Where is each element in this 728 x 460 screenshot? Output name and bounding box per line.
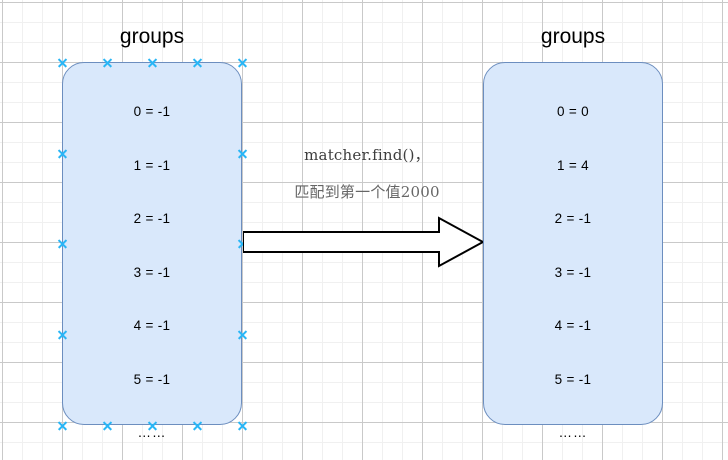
right-group-box[interactable]: 0 = 0 1 = 4 2 = -1 3 = -1 4 = -1 5 = -1 …	[483, 62, 663, 439]
arrow-label-line-2: 匹配到第一个值2000	[294, 183, 440, 201]
list-item-ellipsis: ……	[137, 425, 167, 440]
list-item: 5 = -1	[554, 371, 592, 387]
right-group-title: groups	[540, 25, 606, 48]
list-item: 0 = 0	[557, 104, 589, 119]
selection-handle-w2[interactable]	[57, 329, 68, 340]
selection-handle-s1[interactable]	[102, 420, 113, 431]
arrow-label: matcher.find()， 匹配到第一个值2000	[252, 148, 482, 200]
selection-handle-sw[interactable]	[57, 420, 68, 431]
left-group-title: groups	[119, 25, 185, 48]
arrow-shape	[243, 216, 485, 268]
selection-handle-n2[interactable]	[192, 57, 203, 68]
selection-handle-ne[interactable]	[237, 57, 248, 68]
left-group-rows: 0 = -1 1 = -1 2 = -1 3 = -1 4 = -1 5 = -…	[63, 105, 241, 440]
selection-handle-s2[interactable]	[192, 420, 203, 431]
arrow-label-line-1: matcher.find()，	[304, 146, 430, 164]
block-arrow-right[interactable]	[243, 214, 485, 270]
left-group-box[interactable]: 0 = -1 1 = -1 2 = -1 3 = -1 4 = -1 5 = -…	[62, 62, 242, 439]
list-item: 2 = -1	[554, 211, 592, 226]
list-item: 0 = -1	[133, 104, 171, 119]
selection-handle-e2[interactable]	[237, 329, 248, 340]
list-item: 1 = 4	[557, 157, 589, 173]
right-group-rows: 0 = 0 1 = 4 2 = -1 3 = -1 4 = -1 5 = -1 …	[484, 105, 662, 440]
selection-handle-e1[interactable]	[237, 148, 248, 159]
list-item: 3 = -1	[554, 264, 592, 280]
list-item: 3 = -1	[133, 264, 171, 280]
selection-handle-se[interactable]	[237, 420, 248, 431]
selection-handle-s[interactable]	[147, 420, 158, 431]
list-item: 1 = -1	[133, 157, 171, 173]
selection-handle-w[interactable]	[57, 238, 68, 249]
selection-handle-w1[interactable]	[57, 148, 68, 159]
selection-handle-n[interactable]	[147, 57, 158, 68]
list-item-ellipsis: ……	[558, 425, 588, 440]
list-item: 2 = -1	[133, 211, 171, 226]
list-item: 4 = -1	[554, 318, 592, 333]
selection-handle-nw[interactable]	[57, 57, 68, 68]
list-item: 4 = -1	[133, 318, 171, 333]
list-item: 5 = -1	[133, 371, 171, 387]
selection-handle-n1[interactable]	[102, 57, 113, 68]
